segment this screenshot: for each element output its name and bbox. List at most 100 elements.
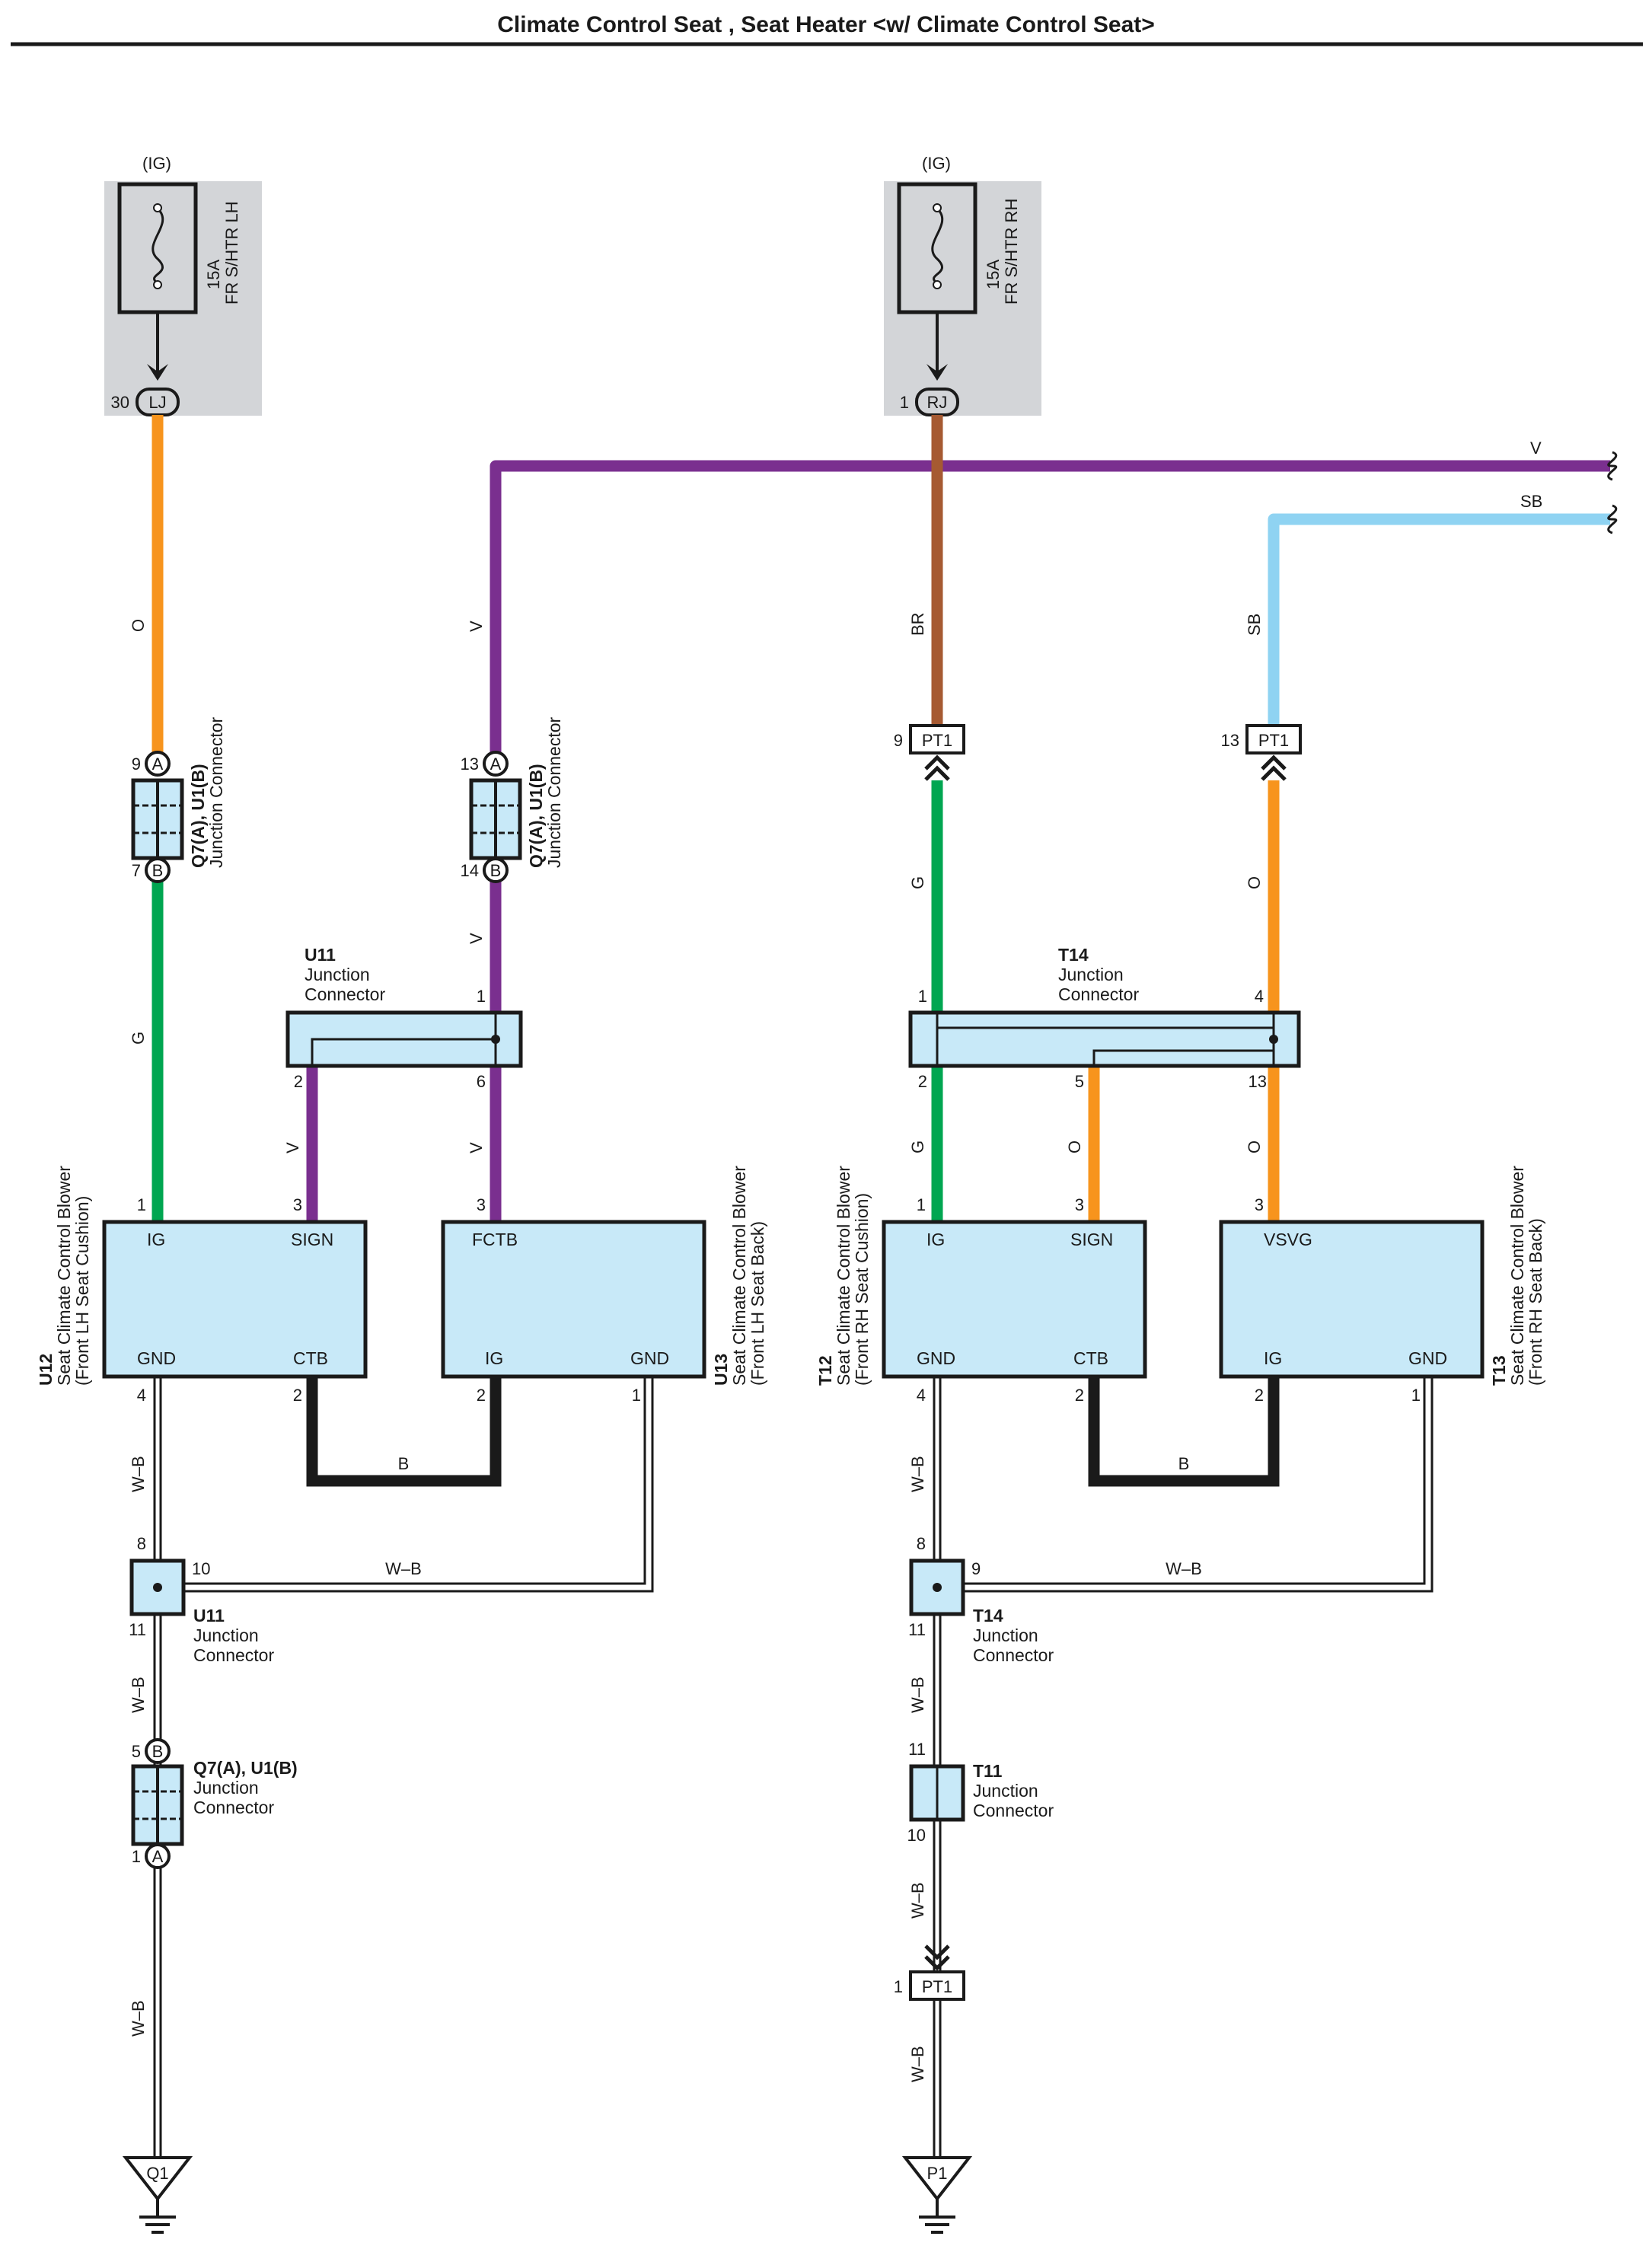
svg-text:T14: T14 [973, 1606, 1003, 1625]
fuse-rh: (IG) 15A FR S/HTR RH RJ 1 [884, 154, 1041, 416]
wire-black-rh [1088, 1377, 1280, 1487]
svg-text:Junction: Junction [193, 1625, 259, 1645]
svg-text:Junction: Junction [1058, 965, 1124, 984]
svg-text:9: 9 [132, 754, 141, 774]
connector-arrow-icon [1261, 754, 1287, 781]
svg-text:Q7(A), U1(B): Q7(A), U1(B) [193, 1758, 298, 1778]
svg-text:(Front RH Seat Cushion): (Front RH Seat Cushion) [852, 1193, 872, 1386]
svg-text:11: 11 [129, 1620, 146, 1639]
junction-u11-lower: 8 10 11 U11 Junction Connector [129, 1534, 274, 1665]
wire-label-b: B [1178, 1454, 1190, 1473]
wire-label-v: V [467, 933, 486, 944]
svg-text:A: A [152, 1847, 164, 1866]
svg-text:Junction: Junction [305, 965, 370, 984]
svg-text:1: 1 [632, 1386, 641, 1405]
component-u12: IG SIGN GND CTB 1 3 4 2 U12 Seat Climate… [36, 1166, 368, 1405]
svg-text:14: 14 [461, 861, 479, 880]
connector-pt1-ground: PT1 1 [894, 1944, 965, 2001]
wire-label-wb: W–B [129, 1676, 148, 1713]
svg-text:(Front LH Seat Back): (Front LH Seat Back) [748, 1221, 767, 1386]
svg-text:A: A [152, 754, 164, 774]
svg-text:9: 9 [971, 1559, 981, 1578]
svg-text:Junction: Junction [973, 1781, 1038, 1801]
svg-text:Q7(A), U1(B): Q7(A), U1(B) [188, 764, 208, 868]
wire-label-wb: W–B [908, 1676, 927, 1713]
svg-text:VSVG: VSVG [1264, 1230, 1312, 1249]
svg-text:GND: GND [137, 1348, 176, 1368]
fuse-rh-pin: 1 [900, 393, 909, 412]
fuse-rh-element-icon [931, 207, 944, 285]
svg-text:2: 2 [294, 1072, 303, 1091]
fuse-rh-arrow-icon [926, 364, 948, 381]
svg-text:IG: IG [485, 1348, 503, 1368]
svg-text:CTB: CTB [1073, 1348, 1108, 1368]
wire-label-sb-bus: SB [1520, 492, 1542, 511]
svg-text:U13: U13 [711, 1354, 731, 1386]
wire-label-wb: W–B [129, 1456, 148, 1492]
wire-label-br: BR [908, 612, 927, 636]
svg-text:T12: T12 [815, 1355, 835, 1386]
connector-arrow-icon [924, 754, 950, 781]
svg-text:6: 6 [477, 1072, 486, 1091]
svg-text:3: 3 [477, 1195, 486, 1214]
svg-text:B: B [490, 861, 502, 880]
svg-text:LJ: LJ [148, 393, 166, 412]
ground-q1: Q1 [122, 2156, 193, 2234]
svg-text:Q1: Q1 [146, 2164, 168, 2183]
svg-text:RJ: RJ [927, 393, 948, 412]
wire-label-v: V [283, 1142, 302, 1153]
svg-text:5: 5 [132, 1742, 141, 1761]
wire-label-o: O [1245, 1140, 1264, 1153]
svg-text:U12: U12 [36, 1354, 56, 1386]
svg-text:B: B [152, 1742, 164, 1761]
svg-text:Connector: Connector [973, 1645, 1054, 1665]
fuse-lh-element-icon [151, 207, 164, 285]
svg-text:2: 2 [918, 1072, 927, 1091]
fuse-lh-rating: 15A [204, 260, 223, 289]
svg-text:T13: T13 [1489, 1355, 1509, 1386]
svg-text:11: 11 [908, 1740, 926, 1759]
component-t12: IG SIGN GND CTB 1 3 4 2 T12 Seat Climate… [815, 1166, 1147, 1405]
wire-label-b: B [398, 1454, 410, 1473]
svg-text:IG: IG [147, 1230, 165, 1249]
svg-text:Junction Connector: Junction Connector [544, 716, 564, 868]
svg-text:4: 4 [917, 1386, 926, 1405]
wire-label-v: V [467, 620, 486, 632]
continuation-mark-icon [1607, 451, 1618, 481]
connector-pt1-sb: PT1 13 [1221, 724, 1302, 781]
svg-text:1: 1 [917, 1195, 926, 1214]
wire-label-v-bus: V [1530, 439, 1542, 458]
fuse-lh: (IG) 15A FR S/HTR LH LJ 30 [104, 154, 262, 416]
svg-text:GND: GND [630, 1348, 669, 1368]
svg-text:1: 1 [1411, 1386, 1421, 1405]
fuse-lh-block [104, 181, 262, 416]
svg-text:B: B [152, 861, 164, 880]
svg-text:9: 9 [894, 731, 903, 750]
junction-q7-u1-a: A 9 B 7 Q7(A), U1(B) Junction Connector [131, 716, 226, 883]
fuse-lh-name: FR S/HTR LH [222, 201, 241, 305]
svg-text:10: 10 [192, 1559, 210, 1578]
svg-text:13: 13 [1221, 731, 1239, 750]
svg-text:7: 7 [132, 861, 141, 880]
svg-text:SIGN: SIGN [1070, 1230, 1113, 1249]
svg-text:13: 13 [1249, 1072, 1267, 1091]
svg-text:3: 3 [293, 1195, 302, 1214]
svg-text:(Front LH Seat Cushion): (Front LH Seat Cushion) [72, 1196, 92, 1386]
svg-text:T14: T14 [1058, 945, 1089, 965]
component-t13: VSVG IG GND 3 2 1 T13 Seat Climate Contr… [1219, 1166, 1545, 1405]
wire-label-g: G [908, 876, 927, 889]
svg-text:8: 8 [917, 1534, 926, 1553]
connector-pt1-br: PT1 9 [894, 724, 965, 781]
wire-skyblue [1268, 513, 1610, 725]
svg-text:GND: GND [917, 1348, 955, 1368]
svg-text:GND: GND [1408, 1348, 1447, 1368]
svg-text:SIGN: SIGN [291, 1230, 333, 1249]
svg-text:Connector: Connector [193, 1798, 274, 1817]
svg-text:PT1: PT1 [1258, 731, 1289, 750]
fuse-lh-arrow-icon [147, 364, 168, 381]
wire-label-o: O [129, 619, 148, 632]
svg-text:A: A [490, 754, 502, 774]
wire-label-o: O [1245, 876, 1264, 889]
wire-label-wb: W–B [385, 1559, 422, 1578]
svg-text:1: 1 [477, 987, 486, 1006]
